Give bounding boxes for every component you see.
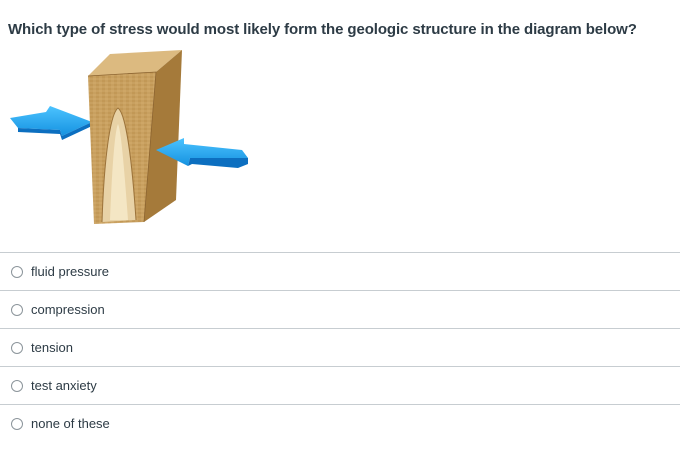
question-text: Which type of stress would most likely f…	[8, 21, 637, 38]
radio-button[interactable]	[11, 303, 23, 316]
answer-label: test anxiety	[31, 378, 97, 393]
answer-option-compression[interactable]: compression	[0, 290, 680, 328]
answer-list: fluid pressure compression tension test …	[0, 252, 680, 442]
answer-option-fluid-pressure[interactable]: fluid pressure	[0, 252, 680, 290]
radio-button[interactable]	[11, 379, 23, 392]
right-compression-arrow	[156, 138, 248, 168]
answer-option-tension[interactable]: tension	[0, 328, 680, 366]
radio-button[interactable]	[11, 341, 23, 354]
radio-button[interactable]	[11, 265, 23, 278]
answer-label: compression	[31, 302, 105, 317]
left-compression-arrow	[10, 106, 92, 140]
answer-label: tension	[31, 340, 73, 355]
answer-option-test-anxiety[interactable]: test anxiety	[0, 366, 680, 404]
answer-option-none-of-these[interactable]: none of these	[0, 404, 680, 442]
answer-label: none of these	[31, 416, 110, 431]
geologic-fold-diagram	[10, 50, 248, 224]
rock-block	[87, 50, 182, 224]
answer-label: fluid pressure	[31, 264, 110, 279]
radio-button[interactable]	[11, 417, 23, 430]
